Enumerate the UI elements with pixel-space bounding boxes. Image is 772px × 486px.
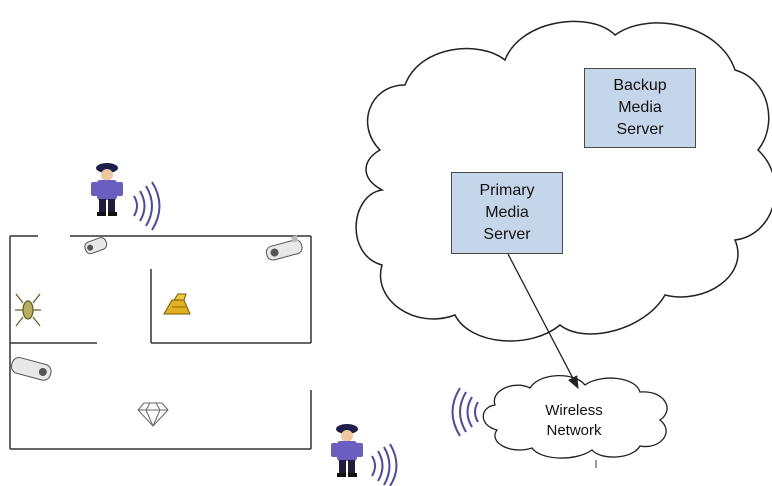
wireless-signal-icon <box>371 443 398 486</box>
media-cloud <box>355 20 772 342</box>
primary-media-server-label: Primary Media Server <box>479 182 535 243</box>
backup-media-server-node: Backup Media Server <box>584 68 696 148</box>
diamond-icon <box>137 402 169 427</box>
security-guard-icon <box>331 424 363 477</box>
security-camera-icon <box>10 357 52 381</box>
primary-media-server-node: Primary Media Server <box>451 172 563 254</box>
gold-bars-icon <box>163 293 191 315</box>
security-camera-icon <box>265 235 303 261</box>
backup-media-server-label: Backup Media Server <box>613 77 667 138</box>
floor-plan <box>9 235 312 450</box>
security-guard-icon <box>91 163 123 216</box>
bug-icon <box>15 293 41 327</box>
wireless-network-label: Wireless Network <box>545 402 603 439</box>
wireless-signal-icon <box>451 387 479 437</box>
wireless-network-cloud <box>482 374 668 459</box>
primary-to-wireless-arrow <box>507 253 579 390</box>
wireless-signal-icon <box>133 181 161 231</box>
security-camera-icon <box>84 237 108 255</box>
